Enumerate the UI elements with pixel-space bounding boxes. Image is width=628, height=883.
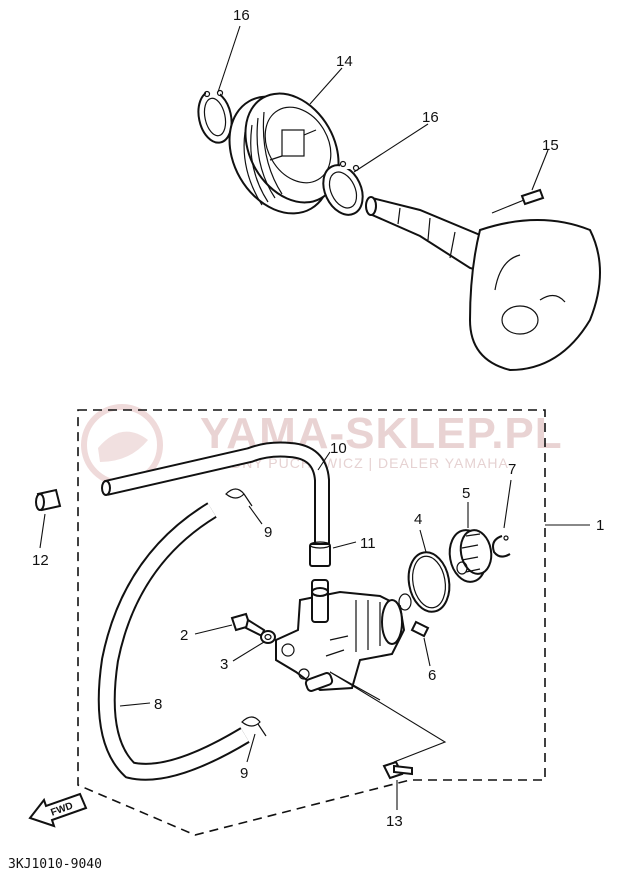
- leader-9b: [246, 733, 256, 763]
- pin-6: [410, 620, 430, 638]
- hose-10: [101, 441, 330, 545]
- leader-7: [503, 479, 512, 529]
- impeller-pulley: [228, 92, 340, 215]
- circlip-left: [197, 88, 233, 144]
- callout-7: 7: [508, 461, 516, 478]
- callout-16-right: 16: [422, 109, 439, 126]
- callout-15: 15: [542, 137, 559, 154]
- callout-9-bottom: 9: [240, 765, 248, 782]
- watermark-logo-swoosh: [98, 431, 148, 462]
- callout-3: 3: [220, 656, 228, 673]
- leader-16b: [353, 123, 429, 173]
- leader-15: [531, 149, 549, 191]
- leader-3: [232, 641, 265, 662]
- callout-16-top: 16: [233, 7, 250, 24]
- hose-8: [97, 502, 250, 781]
- leader-13-lines: [329, 671, 447, 763]
- diagram-code: 3KJ1010-9040: [8, 857, 102, 872]
- callout-8: 8: [154, 696, 162, 713]
- circlip-right: [322, 160, 364, 216]
- callout-11: 11: [360, 535, 376, 552]
- leader-shaft: [491, 199, 525, 214]
- hose-cap-12: [35, 488, 62, 512]
- hose-clip-9-top: [225, 488, 253, 507]
- leader-8: [119, 702, 151, 707]
- bolt-13: [382, 760, 413, 780]
- dowel-pin-15: [520, 188, 545, 206]
- crankcase-shaft: [365, 196, 601, 372]
- leader-16a: [217, 25, 241, 93]
- assembly-boundary: [77, 409, 546, 836]
- washer-3: [260, 630, 276, 644]
- clip-7: [492, 535, 511, 558]
- forward-arrow-icon: FWD: [28, 792, 88, 828]
- joint-11: [309, 541, 331, 567]
- leader-12: [39, 513, 46, 549]
- callout-12: 12: [32, 552, 49, 569]
- leader-11: [332, 541, 357, 549]
- callout-13: 13: [386, 813, 403, 830]
- hose-clip-9-bottom: [241, 716, 267, 737]
- callout-6: 6: [428, 667, 436, 684]
- callout-4: 4: [414, 511, 422, 528]
- watermark-tagline: WODNY PUCHOWICZ | DEALER YAMAHA: [205, 455, 509, 471]
- bolt-2: [230, 612, 266, 638]
- leader-9a: [248, 505, 263, 525]
- callout-1: 1: [596, 517, 604, 534]
- callout-5: 5: [462, 485, 470, 502]
- water-pump-body: [275, 579, 412, 692]
- leader-2: [194, 624, 233, 635]
- impeller-5: [448, 529, 493, 583]
- o-ring-4: [407, 551, 451, 613]
- callout-14: 14: [336, 53, 353, 70]
- callout-2: 2: [180, 627, 188, 644]
- leader-10: [317, 451, 331, 471]
- leader-4: [419, 529, 427, 553]
- callout-10: 10: [330, 440, 347, 457]
- leader-6: [423, 637, 431, 667]
- leader-14: [309, 67, 343, 105]
- callout-9-top: 9: [264, 524, 272, 541]
